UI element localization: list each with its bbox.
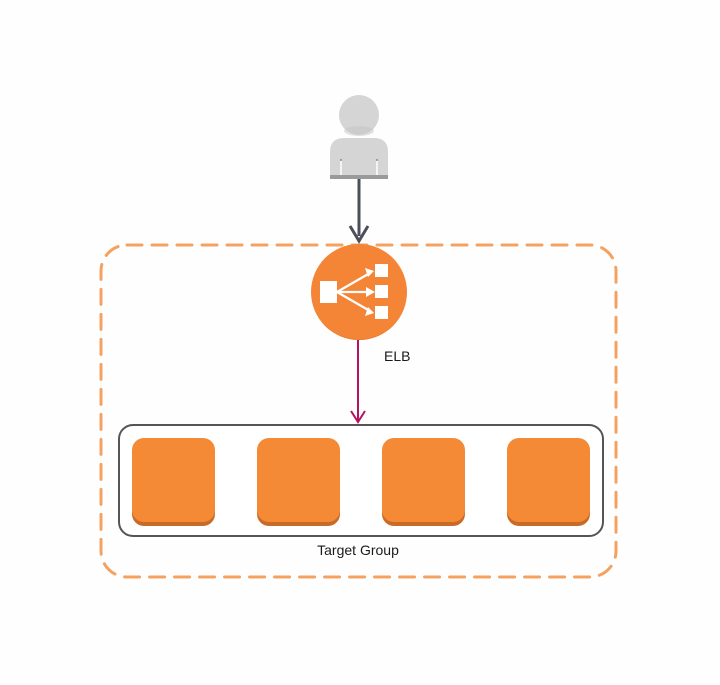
load-balancer-icon[interactable] xyxy=(311,244,407,340)
instance-icon[interactable] xyxy=(132,438,215,526)
target-group-label: Target Group xyxy=(317,542,399,558)
target-group-box[interactable] xyxy=(118,424,604,537)
user-icon[interactable] xyxy=(330,95,388,179)
user-to-elb-arrow xyxy=(348,179,370,244)
instance-icon[interactable] xyxy=(257,438,340,526)
instance-icon[interactable] xyxy=(507,438,590,526)
elb-label: ELB xyxy=(384,348,411,364)
elb-to-target-group-arrow xyxy=(350,340,366,424)
instance-icon[interactable] xyxy=(382,438,465,526)
